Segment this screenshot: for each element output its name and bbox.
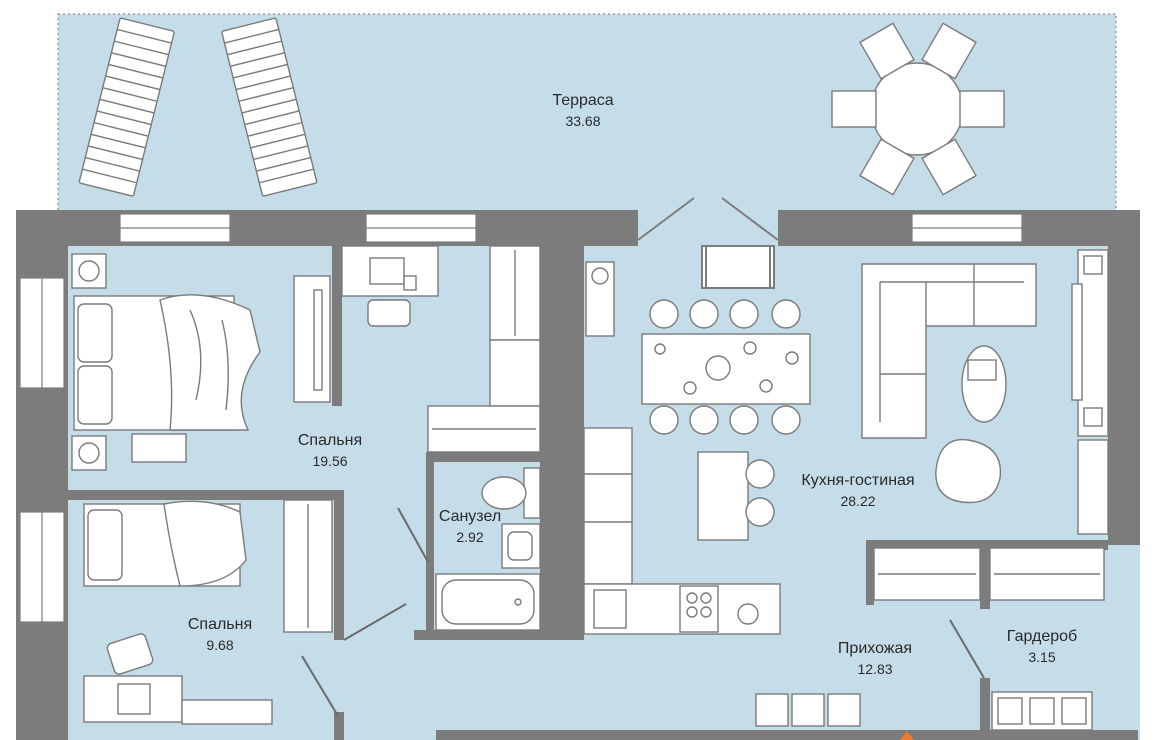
room-name: Прихожая — [837, 640, 913, 657]
room-name: Санузел — [438, 508, 502, 525]
lounge-chair-icon — [78, 17, 175, 197]
terrace-door — [637, 197, 779, 289]
kitchen-island-icon — [697, 451, 775, 541]
room-label-kitchen-living: Кухня-гостиная 28.22 — [801, 470, 914, 510]
room-name: Спальня — [187, 616, 253, 633]
room-area: 19.56 — [312, 452, 348, 469]
room-name: Терраса — [552, 92, 614, 109]
single-bed-icon — [83, 500, 247, 587]
hall-closet-icon — [873, 547, 1105, 601]
room-area: 33.68 — [565, 112, 601, 129]
closet-icon — [283, 499, 333, 633]
desk-icon — [83, 633, 273, 725]
tv-stand-icon — [293, 275, 331, 403]
room-area: 2.92 — [456, 528, 484, 545]
closet-icon — [427, 245, 541, 453]
door-swings — [301, 507, 985, 717]
toilet-icon — [481, 467, 541, 519]
nightstand-icon — [71, 253, 107, 471]
interior-walls — [68, 246, 1138, 740]
bathtub-icon — [435, 573, 541, 631]
armchair-icon — [935, 438, 1002, 504]
room-label-terrace: Терраса 33.68 — [552, 90, 613, 130]
desk-icon — [341, 245, 439, 327]
room-name: Кухня-гостиная — [801, 472, 915, 489]
room-area: 9.68 — [206, 636, 234, 653]
room-name: Гардероб — [1006, 628, 1078, 645]
sink-icon — [501, 523, 541, 569]
coffee-table-icon — [961, 345, 1007, 423]
kitchen-counter-icon — [583, 427, 781, 635]
round-table-icon — [831, 22, 1005, 196]
lounge-chair-icon — [221, 17, 318, 197]
room-label-hallway: Прихожая 12.83 — [838, 638, 912, 678]
room-label-wardrobe: Гардероб 3.15 — [1007, 626, 1077, 666]
room-area: 3.15 — [1028, 648, 1056, 665]
oven-icon — [585, 261, 615, 337]
room-area: 12.83 — [857, 660, 893, 677]
sofa-icon — [861, 263, 1037, 439]
room-area: 28.22 — [840, 492, 876, 509]
room-label-bedroom-2: Спальня 9.68 — [188, 614, 252, 654]
room-name: Спальня — [297, 432, 363, 449]
shoe-rack-icon — [755, 691, 1093, 731]
tv-unit-icon — [1071, 249, 1109, 535]
room-label-bedroom-1: Спальня 19.56 — [298, 430, 362, 470]
room-label-bathroom: Санузел 2.92 — [439, 506, 501, 546]
slippers-mat — [131, 433, 187, 463]
double-bed-icon — [73, 294, 261, 431]
entrance-marker — [900, 731, 914, 740]
windows — [19, 213, 1023, 623]
dining-table-icon — [641, 299, 811, 435]
